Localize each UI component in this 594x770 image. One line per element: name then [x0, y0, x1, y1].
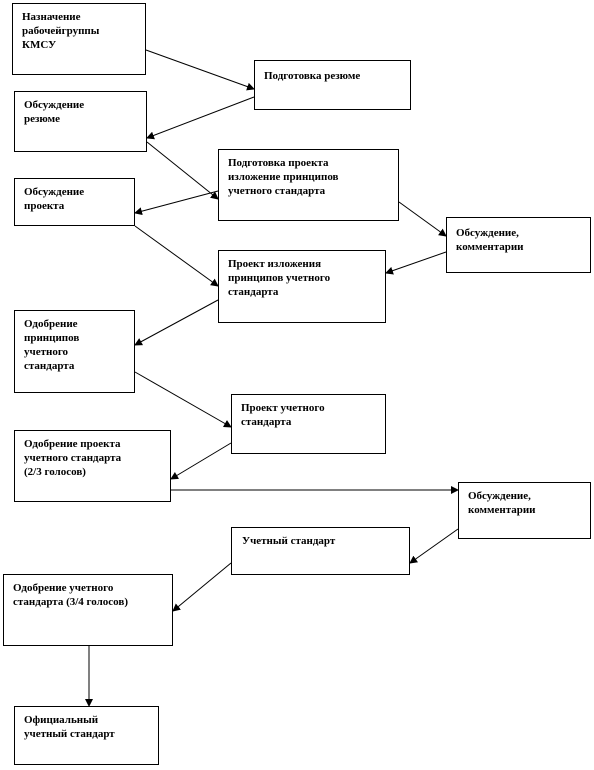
node-discussion-comments-1: Обсуждение, комментарии: [446, 217, 591, 273]
node-line: комментарии: [468, 504, 536, 517]
node-accounting-standard: Учетный стандарт: [231, 527, 410, 575]
node-approve-standard-draft: Одобрение проекта учетного стандарта (2/…: [14, 430, 171, 502]
node-discuss-summary: Обсуждение резюме: [14, 91, 147, 152]
edge-n9-n10: [170, 442, 232, 480]
node-line: Одобрение учетного: [13, 582, 114, 594]
node-line: резюме: [24, 113, 61, 126]
node-line: Учетный стандарт: [242, 535, 336, 547]
edge-n4-n5: [134, 190, 219, 216]
node-line: Обсуждение: [24, 99, 85, 111]
node-principles-statement-draft: Проект изложения принципов учетного стан…: [218, 250, 386, 323]
node-line: Обсуждение,: [468, 490, 531, 502]
node-line: Назначение: [22, 11, 81, 23]
edge-n2-n3: [146, 96, 255, 140]
edge-n4-n6: [398, 201, 447, 237]
node-line: учетного стандарта: [24, 452, 122, 465]
node-prepare-principles-draft: Подготовка проекта изложение принципов у…: [218, 149, 399, 221]
node-line: Обсуждение: [24, 186, 85, 198]
node-line: принципов учетного: [228, 272, 331, 285]
node-line: Проект учетного: [241, 402, 325, 414]
node-line: Одобрение проекта: [24, 438, 121, 450]
node-line: Проект изложения: [228, 258, 322, 270]
edge-n11-n12: [409, 528, 459, 564]
node-assign-working-group: Назначение рабочейгруппы КМСУ: [12, 3, 146, 75]
node-line: учетный стандарт: [24, 728, 115, 741]
node-line: стандарта (3/4 голосов): [13, 596, 129, 609]
node-line: КМСУ: [22, 39, 57, 52]
node-line: комментарии: [456, 241, 524, 254]
node-line: Одобрение: [24, 318, 78, 330]
node-line: принципов: [24, 332, 80, 345]
edge-n3-n4: [146, 141, 219, 200]
node-standard-draft: Проект учетного стандарта: [231, 394, 386, 454]
edge-n8-n9: [134, 371, 232, 428]
node-line: Подготовка проекта: [228, 157, 329, 169]
node-line: стандарта: [228, 286, 279, 299]
node-line: учетного: [24, 346, 69, 359]
node-line: стандарта: [241, 416, 292, 429]
edge-n12-n13: [172, 562, 232, 612]
node-line: (2/3 голосов): [24, 466, 86, 479]
node-line: рабочейгруппы: [22, 25, 100, 38]
node-line: Официальный: [24, 714, 99, 726]
edge-n7-n8: [134, 299, 219, 346]
node-approve-standard: Одобрение учетного стандарта (3/4 голосо…: [3, 574, 173, 646]
edge-n6-n7: [385, 251, 447, 275]
node-discussion-comments-2: Обсуждение, комментарии: [458, 482, 591, 539]
node-line: Подготовка резюме: [264, 70, 361, 82]
node-line: изложение принципов: [228, 171, 339, 184]
node-line: проекта: [24, 200, 65, 213]
node-discuss-draft: Обсуждение проекта: [14, 178, 135, 226]
edge-n5-n7: [134, 225, 219, 287]
node-line: Обсуждение,: [456, 227, 519, 239]
node-official-standard: Официальный учетный стандарт: [14, 706, 159, 765]
node-approve-principles: Одобрение принципов учетного стандарта: [14, 310, 135, 393]
edge-n1-n2: [145, 49, 255, 91]
node-line: учетного стандарта: [228, 185, 326, 198]
node-line: стандарта: [24, 360, 75, 373]
node-prepare-summary: Подготовка резюме: [254, 60, 411, 110]
